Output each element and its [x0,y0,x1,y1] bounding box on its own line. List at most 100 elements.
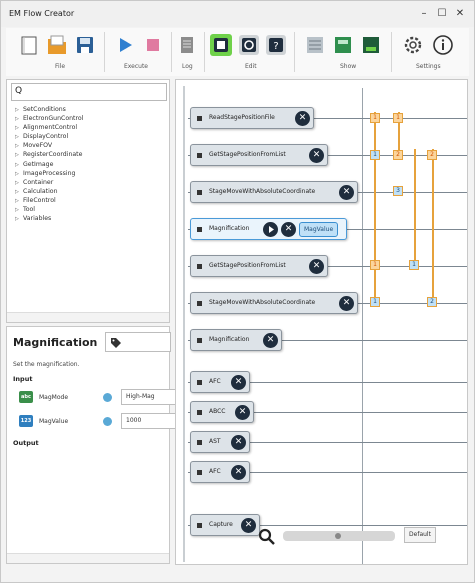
tree-item[interactable]: ▷SetConditions [15,106,83,115]
expand-icon[interactable]: ▷ [15,170,19,177]
flow-node[interactable]: Magnification✕ [190,329,282,351]
data-pin[interactable]: 2 [393,150,403,160]
tree-item[interactable]: ▷ElectronGunControl [15,115,83,124]
node-handle-icon[interactable] [197,190,202,195]
tree-item[interactable]: ▷Calculation [15,188,83,197]
show-dark-icon[interactable] [360,34,382,56]
remove-node-icon[interactable]: ✕ [231,465,246,480]
info-icon[interactable] [432,34,454,56]
tree-item[interactable]: ▷FileControl [15,197,83,206]
expand-icon[interactable]: ▷ [15,143,19,150]
minimize-button[interactable]: – [421,8,427,19]
close-button[interactable]: ✕ [455,8,465,19]
data-pin[interactable]: 1 [393,113,403,123]
tree-item[interactable]: ▷MoveFOV [15,142,83,151]
horizontal-scrollbar[interactable] [7,312,169,322]
expand-icon[interactable]: ▷ [15,188,19,195]
horizontal-scrollbar[interactable] [7,553,169,563]
property-value-field[interactable]: 1000 [121,413,179,429]
tree-item[interactable]: ▷Tool [15,206,83,215]
node-handle-icon[interactable] [197,470,202,475]
remove-node-icon[interactable]: ✕ [263,333,278,348]
expand-icon[interactable]: ▷ [15,116,19,123]
node-handle-icon[interactable] [197,523,202,528]
open-folder-icon[interactable] [46,34,68,56]
node-handle-icon[interactable] [197,380,202,385]
flow-node[interactable]: StageMoveWithAbsoluteCoordinate✕ [190,181,358,203]
expand-icon[interactable]: ▷ [15,179,19,186]
remove-node-icon[interactable]: ✕ [231,375,246,390]
stop-icon[interactable] [142,34,164,56]
tree-item[interactable]: ▷DisplayControl [15,133,83,142]
remove-node-icon[interactable]: ✕ [339,185,354,200]
data-pin[interactable]: 1 [370,260,380,270]
search-input[interactable]: Q [11,83,167,101]
magnifier-icon[interactable] [257,527,277,547]
property-value-field[interactable]: High-Mag [121,389,179,405]
save-icon[interactable] [74,34,96,56]
flow-node[interactable]: AFC✕ [190,461,250,483]
edit-help-icon[interactable]: ? [264,33,288,57]
expand-icon[interactable]: ▷ [15,152,19,159]
flow-node[interactable]: StageMoveWithAbsoluteCoordinate✕ [190,292,358,314]
remove-node-icon[interactable]: ✕ [309,259,324,274]
expand-icon[interactable]: ▷ [15,207,19,214]
data-pin[interactable]: 1 [370,113,380,123]
node-handle-icon[interactable] [197,301,202,306]
new-file-icon[interactable] [18,34,40,56]
tag-field[interactable] [105,332,171,352]
show-list-icon[interactable] [304,34,326,56]
node-handle-icon[interactable] [197,410,202,415]
play-icon[interactable] [114,34,136,56]
maximize-button[interactable]: ☐ [437,8,447,19]
node-handle-icon[interactable] [197,264,202,269]
flow-vertical-scrollbar[interactable] [180,86,188,562]
remove-node-icon[interactable]: ✕ [281,222,296,237]
flow-node[interactable]: AST✕ [190,431,250,453]
expand-icon[interactable]: ▷ [15,197,19,204]
variable-tag[interactable]: MagValue [299,222,339,237]
tree-item[interactable]: ▷Container [15,179,83,188]
flow-node[interactable]: AFC✕ [190,371,250,393]
flow-node[interactable]: Capture✕ [190,514,260,536]
edit-square-icon[interactable] [209,33,233,57]
default-button[interactable]: Default [404,527,436,543]
expand-icon[interactable]: ▷ [15,161,19,168]
zoom-slider[interactable] [283,531,395,541]
flow-node[interactable]: ABCC✕ [190,401,254,423]
data-pin[interactable]: 1 [370,297,380,307]
remove-node-icon[interactable]: ✕ [295,111,310,126]
data-pin[interactable]: 3 [393,186,403,196]
zoom-thumb[interactable] [335,533,341,539]
remove-node-icon[interactable]: ✕ [231,435,246,450]
expand-icon[interactable]: ▷ [15,216,19,223]
node-handle-icon[interactable] [197,116,202,121]
flow-node[interactable]: GetStagePositionFromList✕ [190,255,328,277]
flow-node[interactable]: Magnification✕MagValue [190,218,347,240]
flow-canvas[interactable]: ReadStagePositionFile✕ GetStagePositionFr… [175,79,468,565]
log-document-icon[interactable] [176,34,198,56]
node-handle-icon[interactable] [197,440,202,445]
tree-item[interactable]: ▷AlignmentControl [15,124,83,133]
expand-icon[interactable]: ▷ [15,125,19,132]
gear-icon[interactable] [402,34,424,56]
data-pin[interactable]: 2 [427,150,437,160]
flow-node[interactable]: ReadStagePositionFile✕ [190,107,314,129]
remove-node-icon[interactable]: ✕ [339,296,354,311]
node-handle-icon[interactable] [197,338,202,343]
data-pin[interactable]: 2 [427,297,437,307]
tree-item[interactable]: ▷GetImage [15,161,83,170]
show-green-icon[interactable] [332,34,354,56]
tree-item[interactable]: ▷ImageProcessing [15,170,83,179]
edit-circle-icon[interactable] [237,33,261,57]
remove-node-icon[interactable]: ✕ [309,148,324,163]
data-pin[interactable]: 1 [370,150,380,160]
info-icon[interactable] [103,417,112,426]
data-pin[interactable]: 1 [409,260,419,270]
flow-node[interactable]: GetStagePositionFromList✕ [190,144,328,166]
expand-node-icon[interactable] [263,222,278,237]
remove-node-icon[interactable]: ✕ [235,405,250,420]
expand-icon[interactable]: ▷ [15,134,19,141]
tree-item[interactable]: ▷RegisterCoordinate [15,151,83,160]
info-icon[interactable] [103,393,112,402]
